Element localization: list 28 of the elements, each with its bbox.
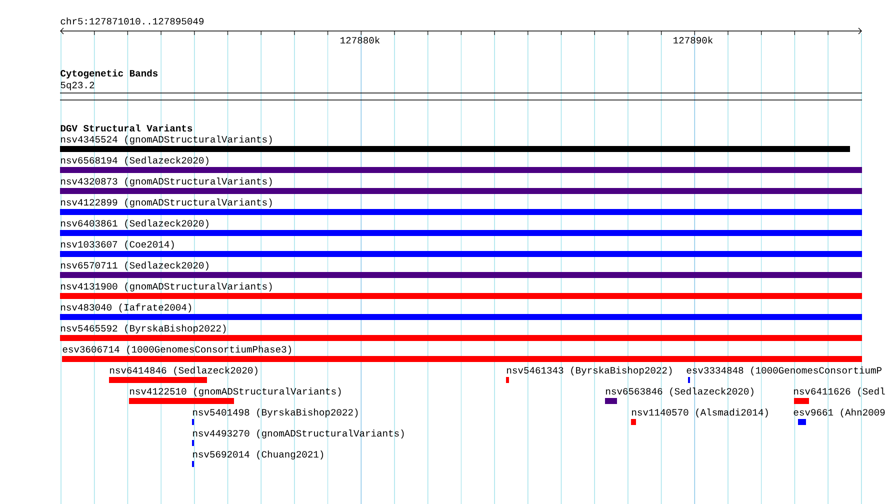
variant-label: nsv6570711 (Sedlazeck2020) bbox=[61, 262, 208, 270]
band-label: 5q23.2 bbox=[60, 82, 94, 90]
variant-label: nsv483040 (Iafrate2004) bbox=[61, 304, 192, 312]
variant-label: nsv4122510 (gnomADStructuralVariants) bbox=[130, 388, 341, 396]
variant-label: nsv4345524 (gnomADStructuralVariants) bbox=[61, 136, 272, 144]
variant-label: nsv1140570 (Alsmadi2014) bbox=[632, 408, 768, 418]
tick-label: 127890k bbox=[674, 36, 713, 44]
variant-label: nsv1033607 (Coe2014) bbox=[61, 240, 174, 250]
variant-label: esv3334848 (1000GenomesConsortiumP bbox=[686, 366, 882, 376]
variant-label: nsv6563846 (Sedlazeck2020) bbox=[606, 388, 754, 396]
tick-label: 127880k bbox=[340, 36, 380, 44]
variant-label: nsv6414846 (Sedlazeck2020) bbox=[110, 366, 258, 376]
variant-label: nsv5461343 (ByrskaBishop2022) bbox=[507, 366, 672, 376]
variant-label: nsv6411626 (Sedl bbox=[794, 388, 885, 396]
track-title: DGV Structural Variants bbox=[60, 124, 192, 132]
variant-label: nsv4131900 (gnomADStructuralVariants) bbox=[61, 282, 272, 292]
variant-label: nsv5465592 (ByrskaBishop2022) bbox=[61, 324, 226, 334]
variant-label: nsv5401498 (ByrskaBishop2022) bbox=[193, 408, 358, 418]
track-title: Cytogenetic Bands bbox=[60, 70, 158, 78]
coordinate-label: chr5:127871010..127895049 bbox=[60, 17, 204, 25]
variant-label: esv3606714 (1000GenomesConsortiumPhase3) bbox=[62, 346, 291, 354]
variant-label: esv9661 (Ahn2009 bbox=[794, 408, 885, 418]
variant-label: nsv4122899 (gnomADStructuralVariants) bbox=[61, 198, 272, 208]
variant-label: nsv6568194 (Sedlazeck2020) bbox=[61, 156, 208, 166]
variant-label: nsv4320873 (gnomADStructuralVariants) bbox=[61, 178, 272, 186]
variant-label: nsv4493270 (gnomADStructuralVariants) bbox=[193, 430, 404, 438]
variant-label: nsv6403861 (Sedlazeck2020) bbox=[61, 220, 208, 228]
variant-label: nsv5692014 (Chuang2021) bbox=[193, 450, 324, 460]
